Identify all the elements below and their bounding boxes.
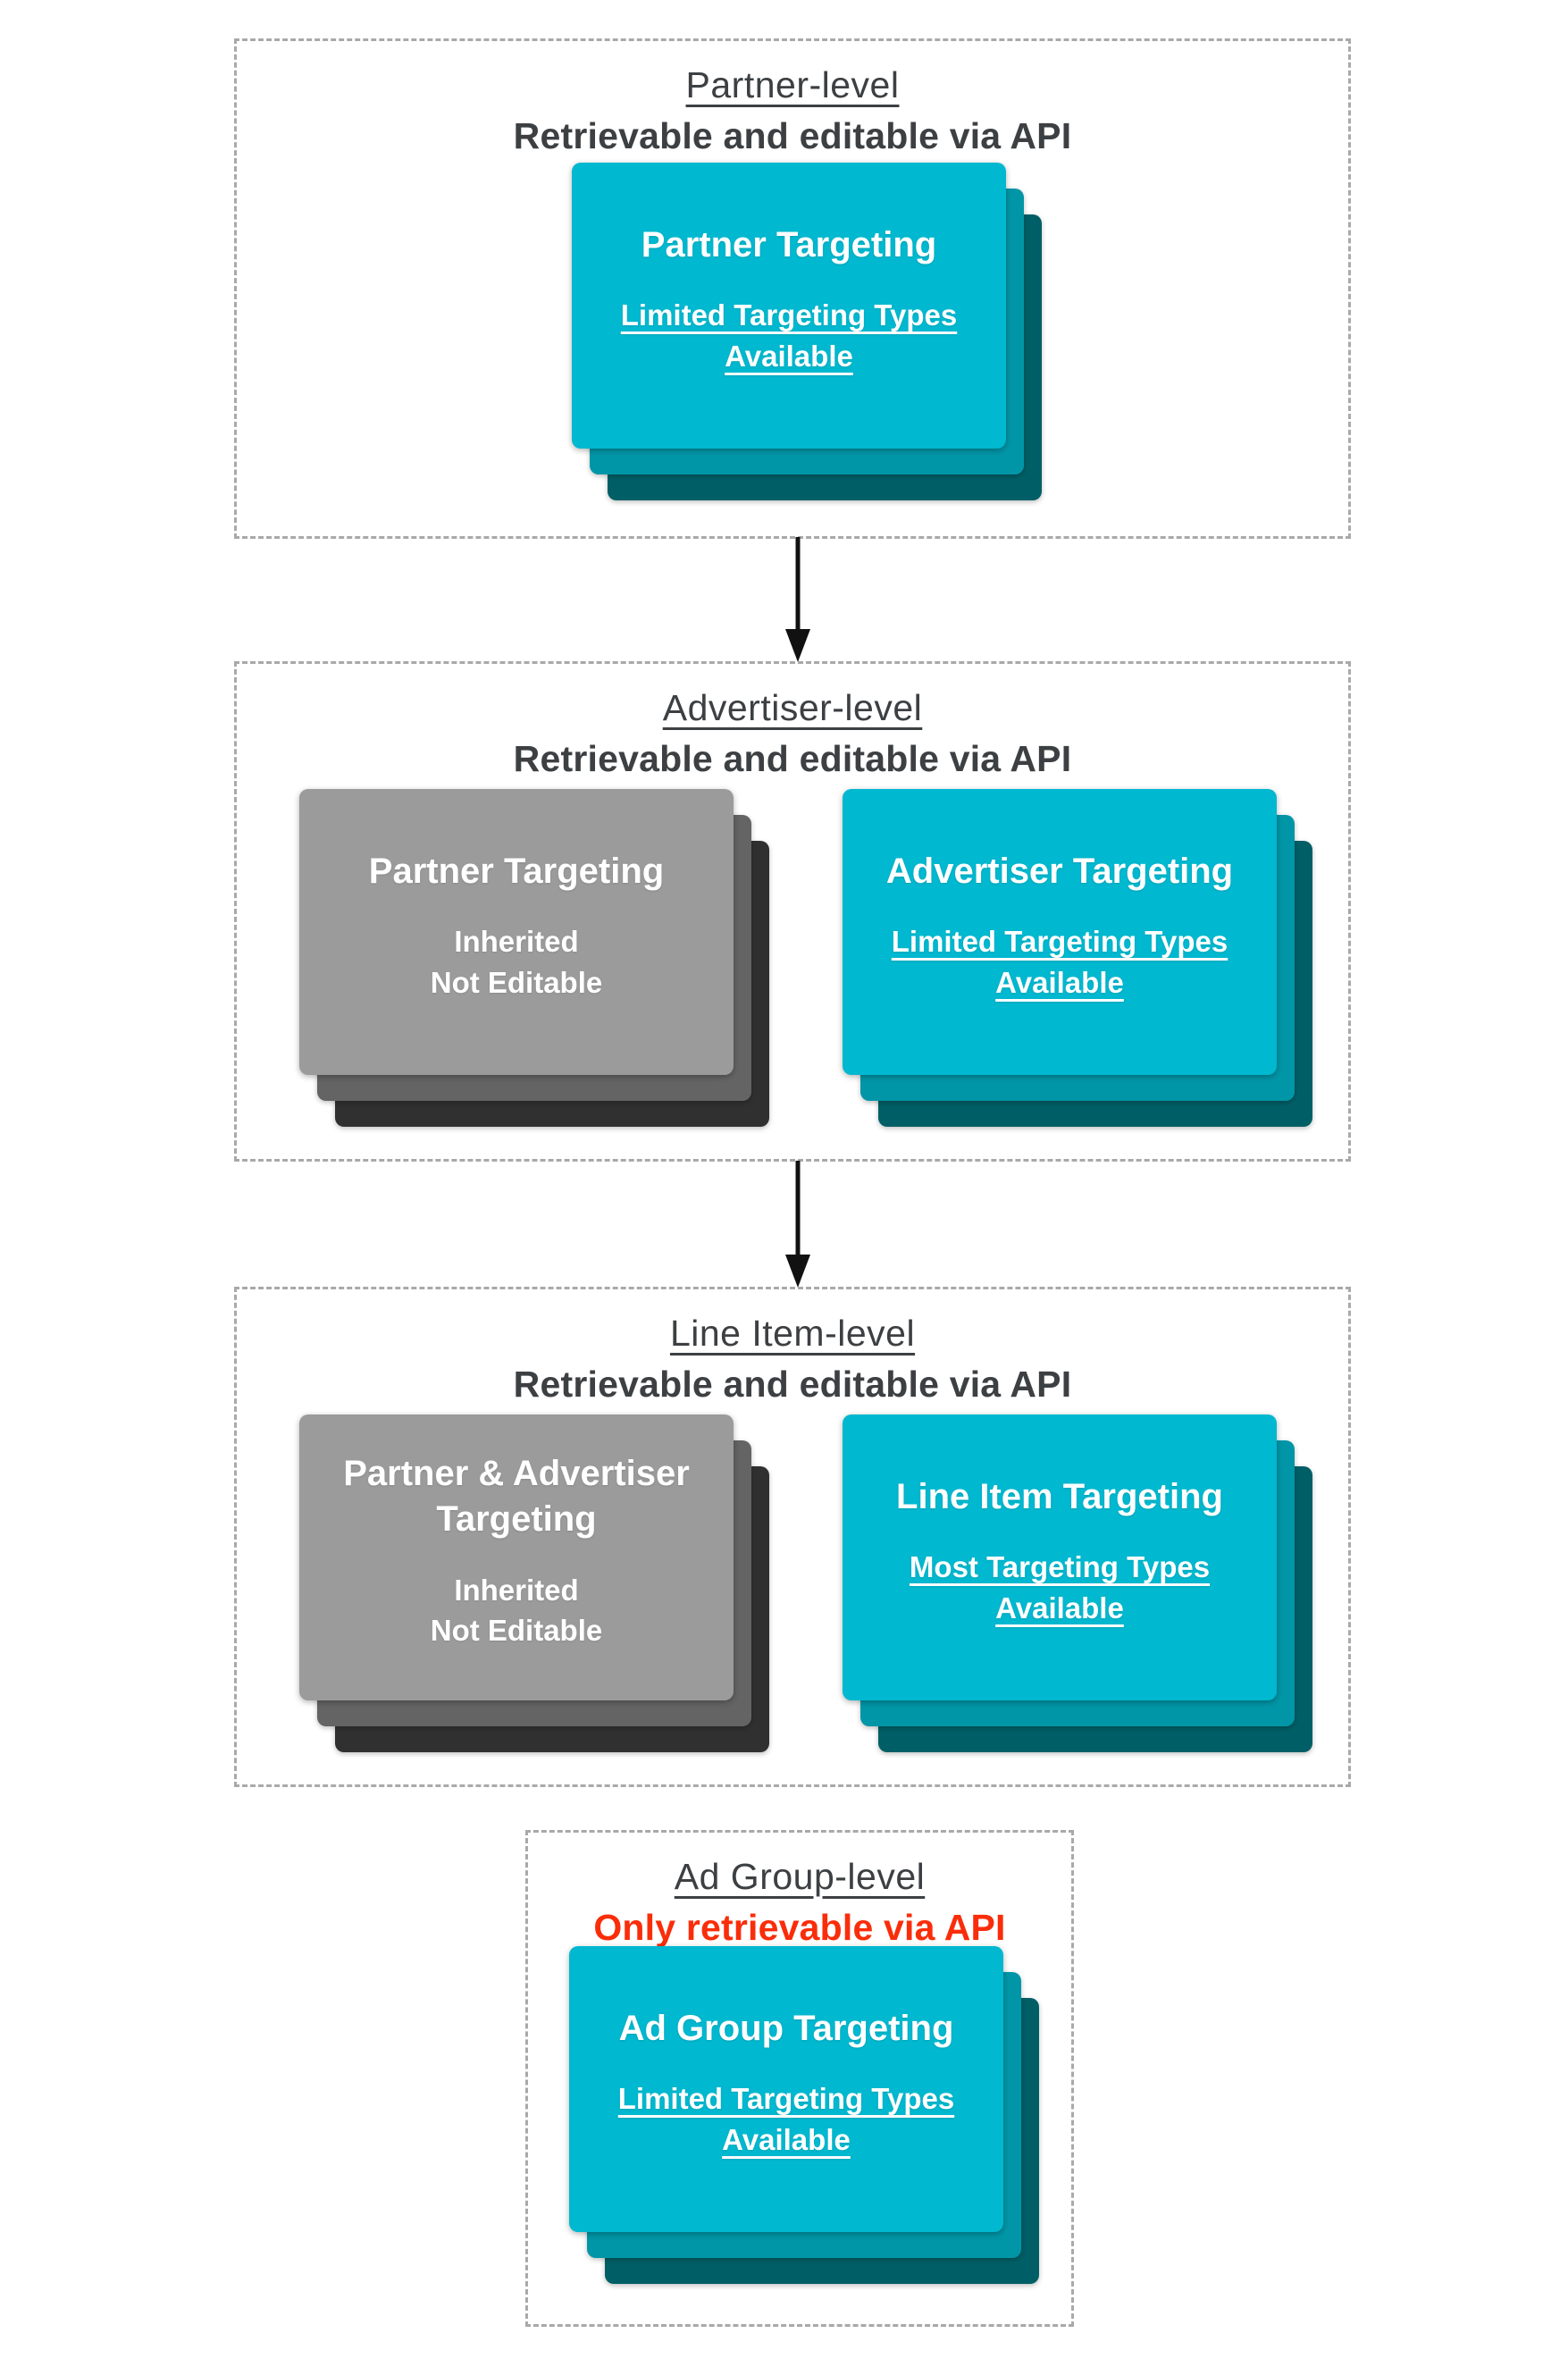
card-title: Partner Targeting [369,849,664,894]
card-face: Partner Targeting Limited Targeting Type… [572,163,1006,449]
card-subtitle-line: Inherited [454,1573,579,1607]
section-title: Line Item-level [669,1313,916,1354]
section-subtitle: Retrievable and editable via API [513,115,1072,157]
card-subtitle-line: Not Editable [430,1614,603,1648]
card-subtitle-line: Available [722,2122,851,2156]
card-title-line: Partner Targeting [641,224,937,264]
card-subtitle-line: Available [725,339,853,373]
card-title-line: Targeting [436,1499,597,1540]
card-face: Partner & Advertiser Targeting Inherited… [299,1414,734,1700]
card-subtitle-line: Limited Targeting Types [891,925,1228,959]
section-subtitle: Retrievable and editable via API [513,1364,1072,1406]
card-subtitle: Inherited Not Editable [431,1570,603,1651]
section-subtitle: Only retrievable via API [593,1907,1006,1949]
card-stack-partner-targeting: Partner Targeting Limited Targeting Type… [572,163,1042,500]
card-subtitle-line: Most Targeting Types [909,1550,1211,1584]
card-face: Advertiser Targeting Limited Targeting T… [843,789,1277,1075]
card-subtitle: Limited Targeting Types Available [892,921,1228,1003]
card-subtitle-line: Available [995,965,1124,999]
card-title-line: Partner Targeting [368,851,665,891]
card-subtitle: Limited Targeting Types Available [621,295,958,376]
card-title-line: Partner & Advertiser [343,1454,690,1494]
card-title: Partner & Advertiser Targeting [343,1451,690,1542]
down-arrow-icon [785,537,810,662]
card-stack-partner-advertiser-targeting: Partner & Advertiser Targeting Inherited… [299,1414,769,1752]
card-subtitle: Limited Targeting Types Available [618,2078,955,2160]
section-subtitle: Retrievable and editable via API [513,738,1072,780]
card-stack-ad-group-targeting: Ad Group Targeting Limited Targeting Typ… [569,1946,1039,2284]
card-subtitle: Most Targeting Types Available [910,1547,1210,1628]
section-title: Partner-level [685,64,900,105]
section-advertiser-level: Advertiser-level Retrievable and editabl… [234,661,1351,1162]
card-subtitle-line: Limited Targeting Types [617,2082,955,2116]
card-face: Line Item Targeting Most Targeting Types… [843,1414,1277,1700]
card-subtitle-line: Inherited [454,925,579,959]
card-title: Partner Targeting [641,222,936,268]
card-stack-advertiser-targeting: Advertiser Targeting Limited Targeting T… [843,789,1312,1127]
card-subtitle-line: Limited Targeting Types [620,298,958,332]
section-title: Advertiser-level [662,687,923,728]
card-title: Ad Group Targeting [619,2006,954,2052]
card-title-line: Line Item Targeting [896,1476,1223,1516]
card-stack-partner-targeting-inherited: Partner Targeting Inherited Not Editable [299,789,769,1127]
down-arrow-icon [785,1161,810,1288]
section-ad-group-level: Ad Group-level Only retrievable via API … [525,1830,1074,2327]
section-line-item-level: Line Item-level Retrievable and editable… [234,1287,1351,1787]
card-face: Partner Targeting Inherited Not Editable [299,789,734,1075]
section-partner-level: Partner-level Retrievable and editable v… [234,38,1351,539]
card-title-line: Ad Group Targeting [618,2008,954,2048]
card-title-line: Advertiser Targeting [885,851,1234,891]
section-title: Ad Group-level [674,1856,926,1897]
card-title: Advertiser Targeting [886,849,1233,894]
card-subtitle-line: Not Editable [430,965,603,999]
card-subtitle: Inherited Not Editable [431,921,603,1003]
card-face: Ad Group Targeting Limited Targeting Typ… [569,1946,1003,2232]
card-subtitle-line: Available [995,1591,1124,1624]
card-title: Line Item Targeting [896,1474,1223,1520]
card-stack-line-item-targeting: Line Item Targeting Most Targeting Types… [843,1414,1312,1752]
